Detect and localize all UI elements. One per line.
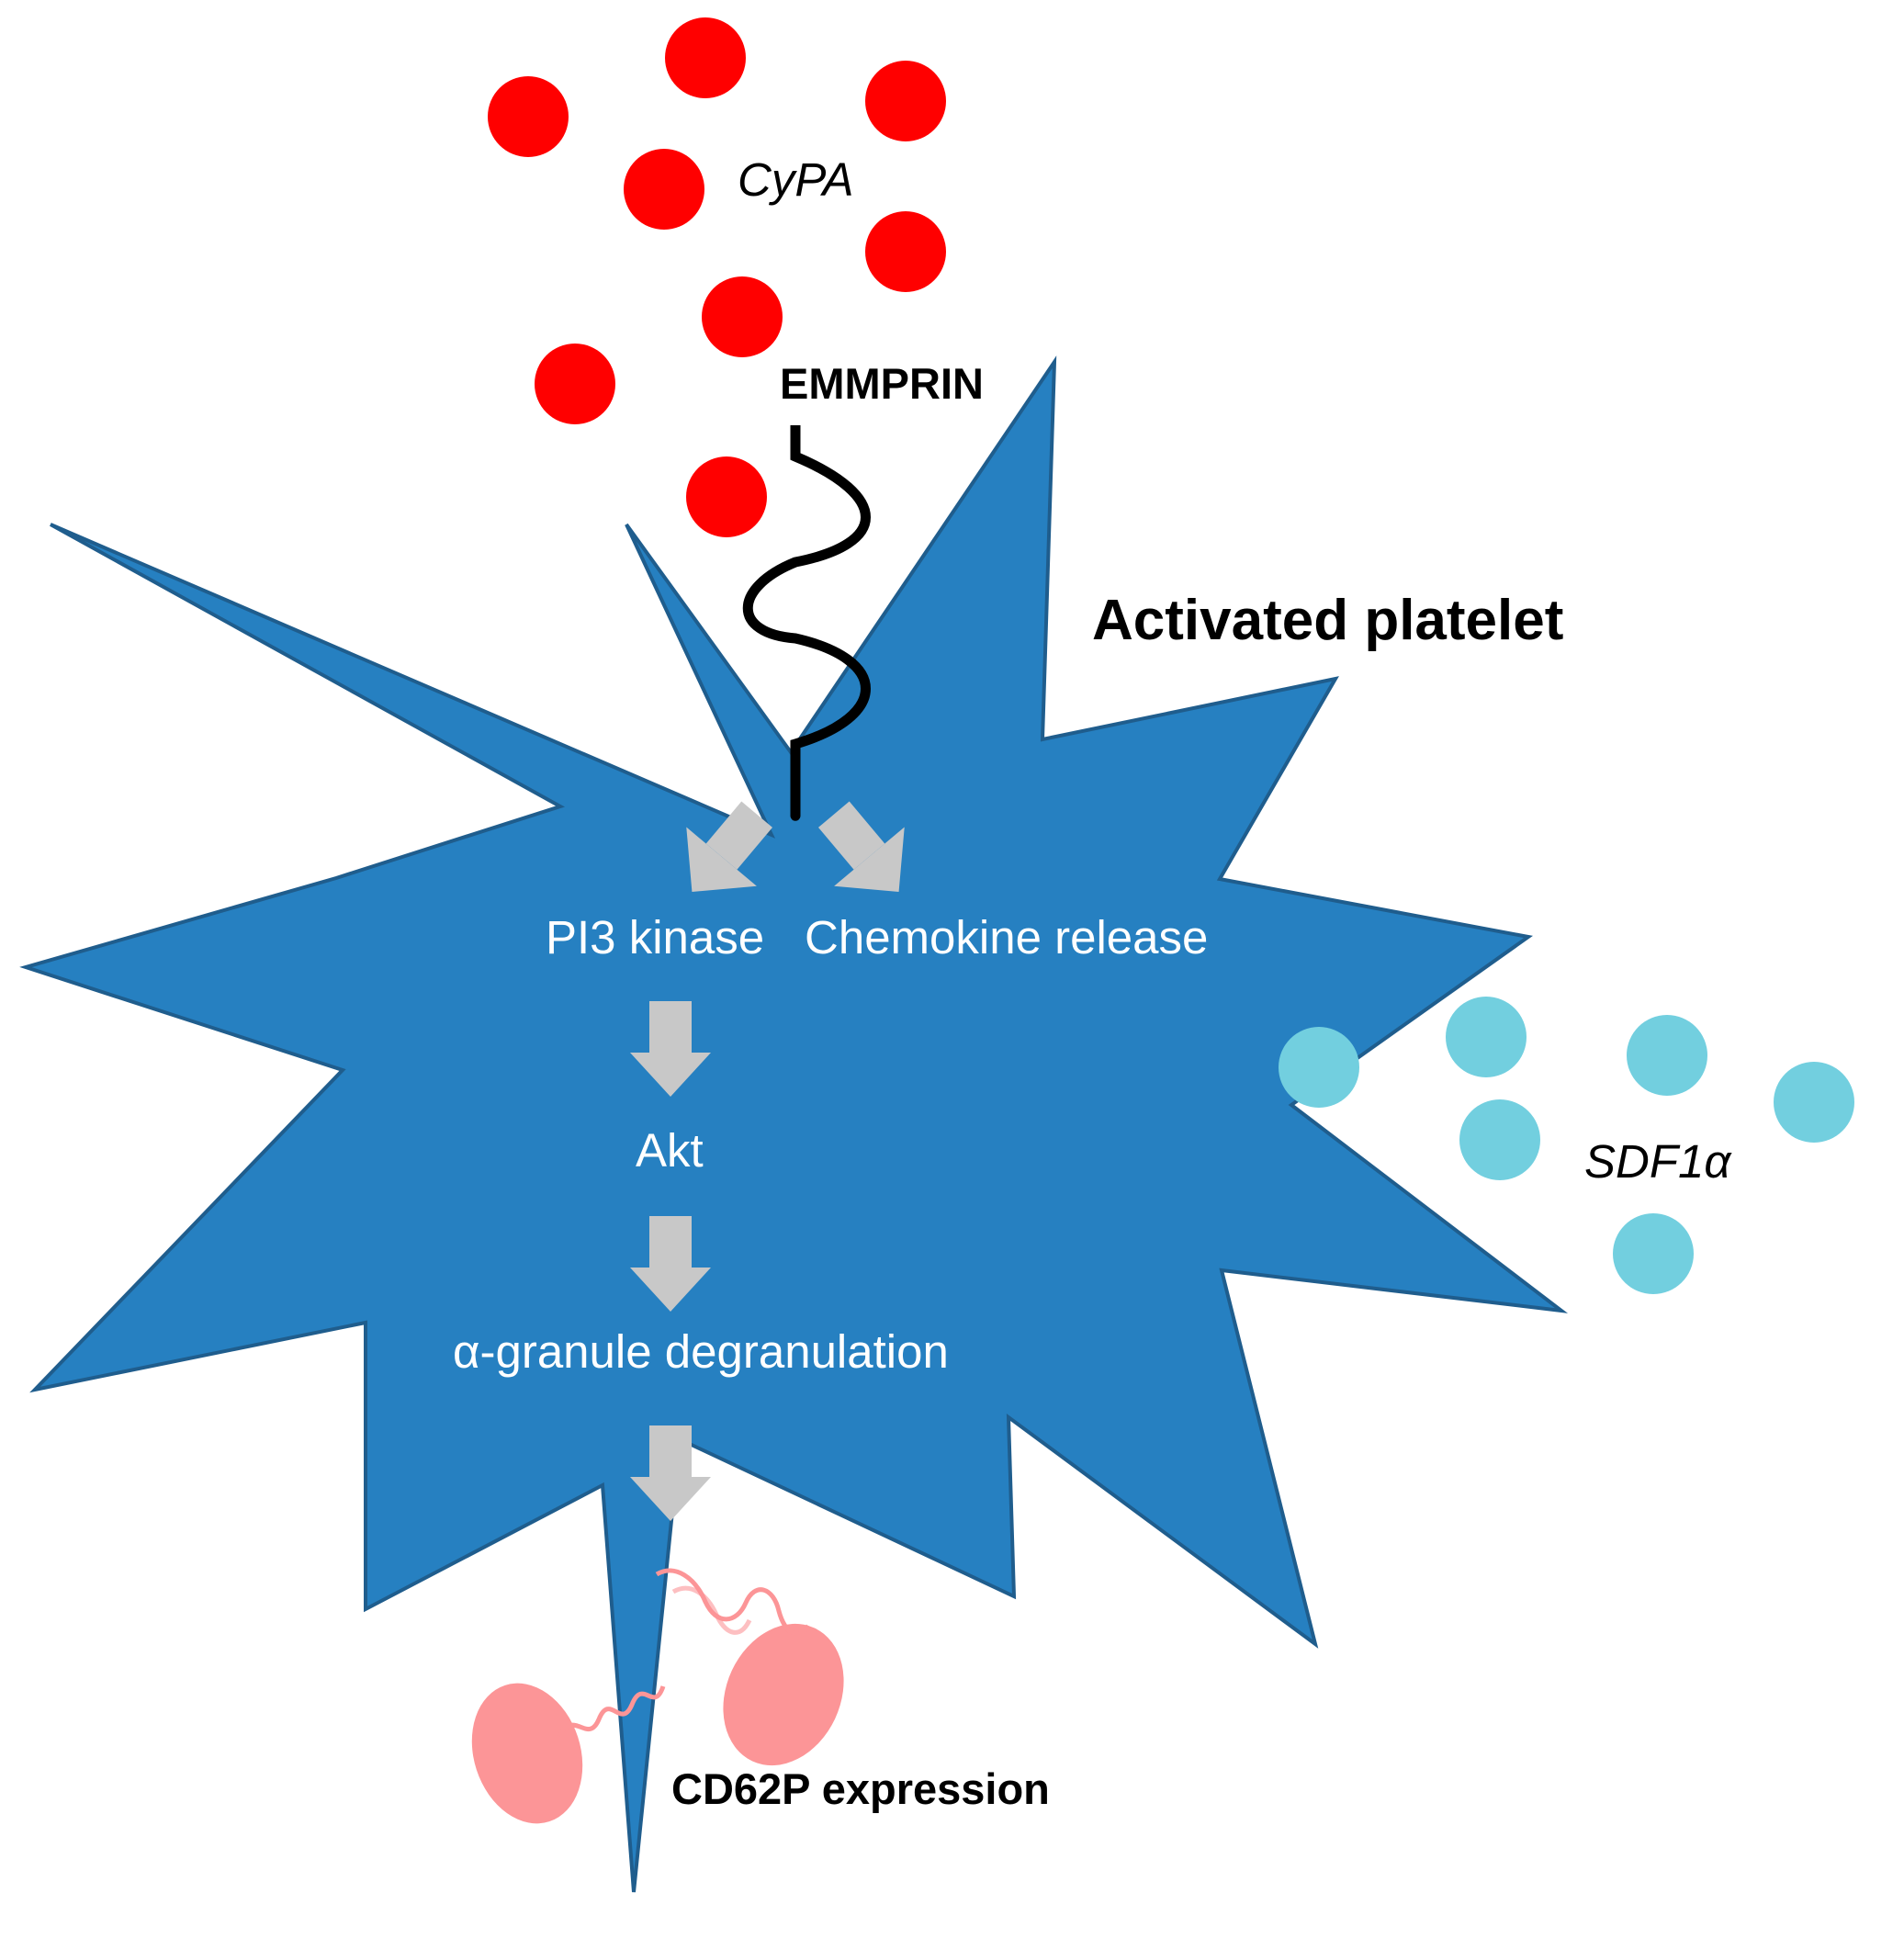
cypa-molecule [624,149,704,230]
pathway-arrows [630,801,905,1521]
arrow-to-akt [630,1001,711,1097]
cypa-molecule [865,61,946,141]
cypa-molecule [686,456,767,537]
cypa-molecule [488,76,569,157]
cd62p-expression-label: CD62P expression [671,1764,1050,1813]
emmprin-receptor [742,425,871,821]
activated-platelet-cell [19,355,1569,1893]
sdf1a-label: SDF1α [1584,1135,1732,1188]
emmprin-label: EMMPRIN [780,359,984,408]
sdf1a-molecule [1446,997,1527,1077]
sdf1a-molecule [1459,1099,1540,1180]
arrow-to-degranulation [630,1216,711,1312]
sdf1a-molecule [1774,1062,1854,1143]
alpha-granule-degranulation-label: α-granule degranulation [453,1325,949,1378]
arrow-to-chemokine [818,801,905,892]
cypa-label: CyPA [738,153,854,206]
sdf1a-molecule [1613,1213,1694,1294]
activated-platelet-label: Activated platelet [1092,589,1563,652]
cd62p-tail [655,1568,811,1637]
cd62p-ellipse [471,1683,583,1824]
arrow-to-pi3k [686,801,772,892]
chemokine-release-label: Chemokine release [805,911,1208,963]
akt-label: Akt [636,1124,704,1177]
cd62p-tail [671,1585,752,1635]
arrow-to-cd62p [630,1425,711,1521]
sdf1a-molecules [1279,997,1854,1294]
cypa-molecule [702,276,783,357]
cypa-molecule [865,211,946,292]
cd62p-molecules [471,1568,844,1824]
sdf1a-molecule [1279,1027,1359,1108]
cypa-molecules [488,17,946,537]
cd62p-tail [557,1685,666,1738]
pi3-kinase-label: PI3 kinase [546,911,764,963]
cypa-molecule [665,17,746,98]
cypa-molecule [535,344,615,424]
cd62p-ellipse [723,1623,844,1766]
sdf1a-molecule [1627,1015,1707,1096]
